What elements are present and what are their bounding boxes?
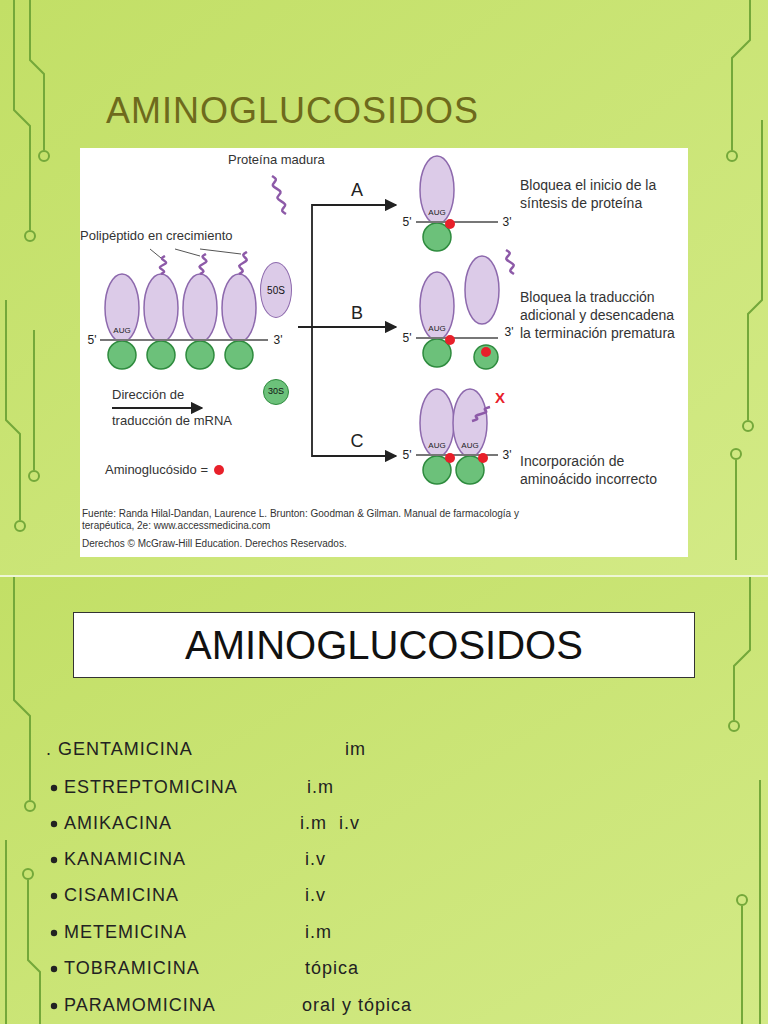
large-subunit — [420, 389, 454, 457]
mature-protein — [272, 176, 286, 214]
list-item: CISAMICINA — [64, 885, 179, 906]
aminoglycoside-dot — [445, 219, 455, 229]
aminoglycoside-dot — [445, 335, 455, 345]
figure-label: 3' — [503, 216, 512, 228]
legend-text: Aminoglucósido = — [105, 462, 208, 477]
figure-label: Bloquea el inicio de la síntesis de prot… — [520, 176, 688, 212]
list-bullet — [51, 1003, 57, 1009]
small-subunit — [186, 341, 214, 369]
leader-line — [175, 249, 200, 256]
circuit-decoration — [6, 0, 762, 1024]
figure-label: 3' — [274, 334, 283, 346]
figure-label: 5' — [403, 216, 412, 228]
polypeptide — [506, 250, 514, 274]
list-item: . GENTAMICINA — [46, 739, 193, 760]
list-item: i.v — [305, 849, 326, 870]
list-item: AMIKACINA — [64, 813, 172, 834]
figure-label: Fuente: Randa Hilal-Dandan, Laurence L. … — [82, 508, 552, 532]
released-small-subunit — [474, 345, 498, 369]
list-bullet — [51, 966, 57, 972]
codon-label: AUG — [428, 209, 445, 217]
node-text: AMINOGLUCOSIDOS — [185, 623, 583, 667]
large-subunit — [222, 274, 256, 342]
list-bullet — [51, 893, 57, 899]
figure-panel — [80, 148, 688, 557]
codon-label: AUG — [113, 327, 130, 335]
list-item: TOBRAMICINA — [64, 958, 200, 979]
list-bullet — [51, 785, 57, 791]
figure-label: Dirección de traducción de mRNA — [112, 382, 240, 434]
list-item: KANAMICINA — [64, 849, 186, 870]
legend-row: Aminoglucósido = — [105, 462, 224, 477]
figure-label: Proteína madura — [228, 152, 325, 167]
list-item: im — [345, 739, 366, 760]
polypeptide — [239, 252, 247, 274]
large-subunit — [105, 274, 139, 342]
released-large-subunit — [465, 256, 499, 324]
figure-label: 5' — [403, 332, 412, 344]
figure-label: 5' — [403, 449, 412, 461]
list-item: i.v — [305, 885, 326, 906]
list-item: tópica — [305, 958, 359, 979]
aminoglycoside-dot — [481, 347, 491, 357]
list-item: i.m i.v — [300, 813, 360, 834]
list-bullet — [51, 821, 57, 827]
polypeptide — [160, 256, 166, 274]
aminoglycoside-dot — [445, 453, 455, 463]
large-subunit: 50S — [260, 262, 292, 318]
list-bullet — [51, 930, 57, 936]
large-subunit — [453, 389, 487, 457]
list-item: METEMICINA — [64, 922, 187, 943]
figure-label: 5' — [88, 334, 97, 346]
node-text: 30S — [268, 387, 284, 397]
figure-label: 3' — [505, 326, 514, 338]
arrow-c — [312, 327, 396, 456]
figure-label: C — [351, 432, 364, 450]
large-subunit — [420, 156, 454, 224]
small-subunit — [108, 341, 136, 369]
slide-title: AMINOGLUCOSIDOS — [106, 90, 479, 132]
small-subunit — [225, 341, 253, 369]
ribosome-figure — [51, 156, 514, 1009]
figure-label: X — [495, 390, 505, 405]
mrna-strand — [416, 221, 498, 223]
leader-line — [200, 249, 241, 254]
figure-label: Derechos © McGraw-Hill Education. Derech… — [82, 538, 347, 550]
figure-label: A — [351, 181, 363, 199]
figure-label: 3' — [503, 449, 512, 461]
leader-line — [150, 249, 161, 258]
small-subunit — [147, 341, 175, 369]
large-subunit — [144, 274, 178, 342]
codon-label: AUG — [428, 325, 445, 333]
polypeptide — [472, 407, 490, 421]
list-bullet — [51, 857, 57, 863]
slide-background — [0, 577, 768, 1024]
direction-arrow — [112, 407, 202, 409]
legend-swatch — [214, 465, 224, 475]
polypeptide — [200, 254, 207, 274]
node-text: 50S — [267, 285, 285, 296]
figure-label: Bloquea la traducción adicional y desenc… — [520, 288, 686, 342]
small-subunit: 30S — [263, 379, 289, 405]
arrow-a — [312, 205, 396, 327]
figure-label: Polipéptido en crecimiento — [80, 228, 232, 243]
list-item: i.m — [305, 922, 332, 943]
mrna-strand — [416, 337, 498, 339]
codon-label: AUG — [428, 442, 445, 450]
aminoglycoside-dot — [478, 453, 488, 463]
slide-background — [0, 0, 768, 575]
large-subunit — [420, 272, 454, 340]
mrna-strand — [100, 339, 268, 341]
large-subunit — [183, 274, 217, 342]
list-item: PARAMOMICINA — [64, 995, 216, 1016]
list-item: oral y tópica — [302, 995, 412, 1016]
figure-label: Incorporación de aminoácido incorrecto — [520, 452, 680, 488]
codon-label: AUG — [461, 442, 478, 450]
heading-box: AMINOGLUCOSIDOS — [73, 612, 695, 678]
list-item: i.m — [307, 777, 334, 798]
slide-divider — [0, 575, 768, 577]
list-item: ESTREPTOMICINA — [64, 777, 238, 798]
figure-label: B — [351, 304, 363, 322]
